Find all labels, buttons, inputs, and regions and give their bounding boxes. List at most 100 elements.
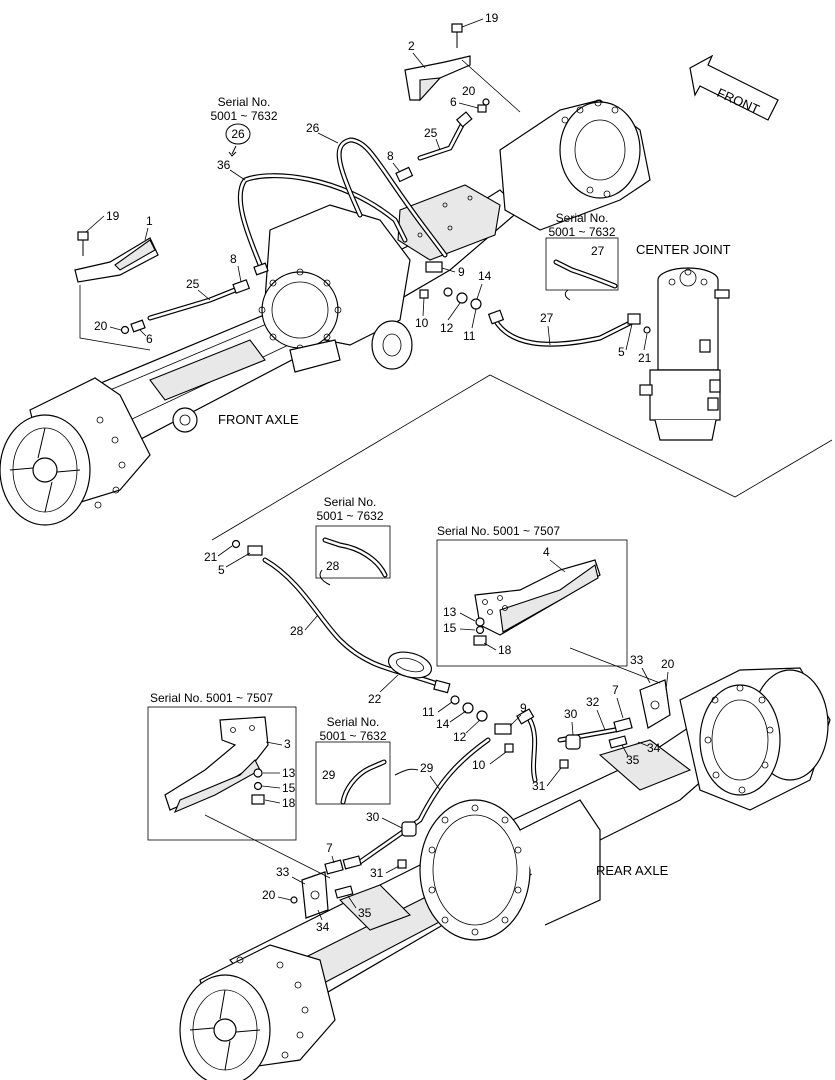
hose-25-right (417, 122, 465, 161)
callout-11-front: 11 (463, 329, 476, 343)
callout-18-box4: 18 (498, 643, 512, 657)
callout-29-detail: 29 (322, 768, 336, 782)
rear-bracket-33-left (301, 871, 329, 919)
callout-21-rear: 21 (204, 550, 218, 564)
serial-note-rear29-range: 5001 ~ 7632 (319, 729, 386, 743)
callout-35-right: 35 (626, 753, 640, 767)
clamp-22 (387, 651, 433, 679)
center-joint-fittings (627, 313, 651, 334)
front-axle-title: FRONT AXLE (218, 412, 299, 427)
callout-21-center: 21 (638, 351, 652, 365)
callout-12-rear: 12 (453, 730, 467, 744)
detail-box-bracket-3 (147, 706, 331, 879)
callout-8-upper: 8 (387, 149, 394, 163)
callout-28: 28 (290, 624, 304, 638)
rear-left-hub-studs (236, 956, 309, 1059)
serial-note-center-range: 5001 ~ 7632 (548, 225, 615, 239)
callout-19-left: 19 (106, 209, 120, 223)
callout-6-upper: 6 (450, 95, 457, 109)
callout-labels: 19 2 20 6 25 8 26 36 19 1 8 25 20 6 9 14… (85, 11, 675, 934)
clamp-30-right (565, 734, 581, 750)
callout-35-left: 35 (358, 906, 372, 920)
serial-note-bracket3: Serial No. 5001 ~ 7507 (150, 691, 273, 705)
hose-29 (357, 737, 491, 865)
rear-bracket-33-right (639, 679, 671, 729)
bolt-19-left (77, 231, 89, 256)
serial-note-center-label: Serial No. (556, 211, 609, 225)
center-joint-title: CENTER JOINT (636, 242, 731, 257)
hose-27 (492, 317, 635, 347)
callout-5-center: 5 (618, 345, 625, 359)
callout-25-left: 25 (186, 277, 200, 291)
callout-33-left: 33 (276, 865, 290, 879)
callout-34-left: 34 (316, 920, 330, 934)
serial-note-bracket4: Serial No. 5001 ~ 7507 (437, 524, 560, 538)
callout-15-box3: 15 (282, 781, 296, 795)
callout-7-right: 7 (612, 683, 619, 697)
detail-box-hose-27 (545, 237, 619, 301)
serial-note-rear29-label: Serial No. (327, 715, 380, 729)
callout-30-right: 30 (564, 707, 578, 721)
callout-13-box4: 13 (443, 605, 457, 619)
callout-12-front: 12 (440, 321, 454, 335)
callout-10-front: 10 (415, 316, 429, 330)
rear-right-hub-studs (704, 684, 774, 794)
detail-box-bracket-4 (436, 539, 661, 684)
callout-20-left: 20 (94, 319, 108, 333)
callout-31-right: 31 (532, 779, 546, 793)
callout-3: 3 (284, 737, 291, 751)
rear-axle-title: REAR AXLE (596, 863, 669, 878)
callout-14-rear: 14 (436, 717, 450, 731)
leader-frame-lines (79, 59, 833, 541)
circled-ref-26-label: 26 (231, 127, 245, 141)
callout-32: 32 (586, 695, 600, 709)
front-left-hub-studs (94, 416, 126, 509)
callout-1: 1 (146, 214, 153, 228)
callout-10-rear: 10 (472, 758, 486, 772)
callout-20-left-rear: 20 (262, 888, 276, 902)
hose-26 (336, 137, 448, 258)
front-bracket-1 (74, 237, 159, 283)
callout-9-rear: 9 (520, 701, 527, 715)
callout-6-left: 6 (146, 332, 153, 346)
callout-36: 36 (217, 158, 231, 172)
detail-box-hose-29 (315, 741, 419, 805)
callout-28-detail: 28 (326, 559, 340, 573)
serial-note-rear28-label: Serial No. (324, 495, 377, 509)
callout-8-left: 8 (230, 252, 237, 266)
callout-5-rear: 5 (218, 563, 225, 577)
detail-box-hose-28 (315, 525, 391, 586)
callout-25-upper: 25 (424, 126, 438, 140)
callout-34-right: 34 (647, 741, 661, 755)
bolt-19-upper (451, 23, 463, 48)
callout-29: 29 (420, 761, 434, 775)
callout-11-rear: 11 (422, 705, 435, 719)
callout-27: 27 (540, 311, 554, 325)
callout-22: 22 (368, 692, 382, 706)
serial-note-front-label: Serial No. (218, 95, 271, 109)
callout-20-upper: 20 (462, 84, 476, 98)
callout-7-left: 7 (326, 841, 333, 855)
callout-31-left: 31 (370, 866, 384, 880)
front-bracket-2 (404, 55, 471, 102)
callout-27-detail: 27 (591, 244, 605, 258)
hose-25-left (147, 287, 238, 321)
callout-4: 4 (543, 545, 550, 559)
callout-19-upper: 19 (485, 11, 499, 25)
callout-9-front: 9 (458, 265, 465, 279)
callout-15-box4: 15 (443, 621, 457, 635)
callout-2: 2 (408, 39, 415, 53)
rear-fittings (231, 539, 633, 904)
rear-diff-bolt-ring (428, 804, 522, 936)
circled-ref-26: 26 (225, 123, 251, 157)
callout-18-box3: 18 (282, 796, 296, 810)
serial-note-front-range: 5001 ~ 7632 (210, 109, 277, 123)
front-axle-assembly (0, 99, 651, 526)
callout-26: 26 (306, 121, 320, 135)
clamp-30-left (401, 821, 417, 837)
callout-14-front: 14 (478, 269, 492, 283)
callout-30-left: 30 (366, 810, 380, 824)
rear-axle-assembly (179, 667, 831, 1080)
front-direction-arrow: FRONT (689, 54, 779, 121)
